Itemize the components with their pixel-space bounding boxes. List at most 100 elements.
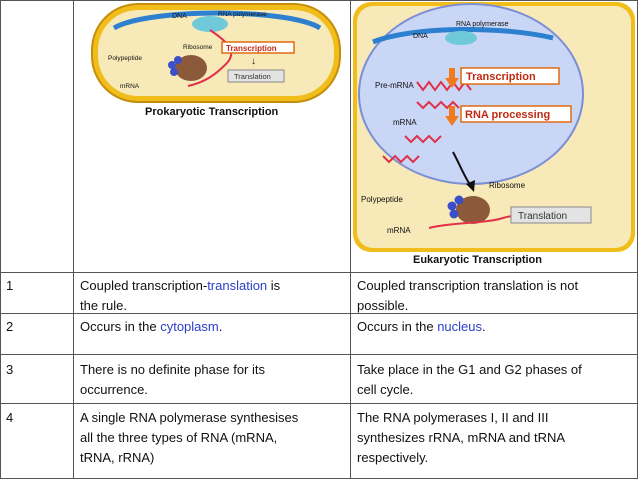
mrna-strand: [382, 154, 420, 164]
prokaryotic-diagram: DNA RNA polymerase Ribosome Polypeptide …: [91, 3, 341, 103]
table-border-top: [0, 0, 638, 1]
euk-transcription-label: Transcription: [466, 71, 536, 83]
prokaryotic-cell: A single RNA polymerase synthesises all t…: [80, 408, 298, 468]
cell-line: Take place in the G1 and G2 phases of: [357, 360, 582, 380]
cell-text: is: [267, 278, 281, 293]
row-divider: [0, 354, 638, 355]
col-divider: [73, 0, 74, 479]
ribosome-shape: [175, 55, 207, 81]
cell-text: occurrence.: [80, 382, 148, 397]
cell-text: .: [218, 319, 223, 334]
cell-text: tRNA, rRNA): [80, 450, 155, 465]
down-arrow-icon: ↓: [251, 56, 256, 67]
cell-line: respectively.: [357, 448, 565, 468]
dna-strand: [372, 26, 554, 45]
dna-strand: [112, 10, 322, 31]
cell-line: The RNA polymerases I, II and III: [357, 408, 565, 428]
prokaryotic-cell: There is no definite phase for its occurr…: [80, 360, 265, 400]
prok-mrna-label: mRNA: [120, 83, 140, 90]
right-caption: Eukaryotic Transcription: [413, 254, 542, 266]
euk-rna-processing-label: RNA processing: [465, 109, 550, 121]
euk-dna-label: DNA: [413, 33, 428, 40]
cell-text: Occurs in the: [80, 319, 161, 334]
prokaryotic-cell: Coupled transcription-translation is the …: [80, 276, 280, 316]
translation-box: [227, 69, 285, 83]
cell-line: all the three types of RNA (mRNA,: [80, 428, 298, 448]
table-border-left: [0, 0, 1, 479]
translation-box: [510, 206, 592, 224]
term-link[interactable]: cytoplasm: [160, 319, 219, 334]
mrna-strand: [404, 134, 442, 144]
row-divider: [0, 272, 638, 273]
term-link[interactable]: nucleus: [437, 319, 483, 334]
cell-text: possible.: [357, 298, 409, 313]
polypeptide-bead: [174, 56, 182, 64]
polypeptide-bead: [170, 68, 178, 76]
cell-text: The RNA polymerases I, II and III: [357, 410, 549, 425]
eukaryotic-cell: Occurs in the nucleus.: [357, 317, 486, 337]
left-caption: Prokaryotic Transcription: [145, 106, 279, 118]
transcription-box: [460, 67, 560, 85]
euk-mrna-label: mRNA: [393, 118, 417, 127]
cell-text: Coupled transcription-: [80, 278, 208, 293]
cell-line: Occurs in the cytoplasm.: [80, 317, 222, 337]
prok-ribosome-label: Ribosome: [183, 44, 213, 51]
rna-polymerase-shape: [192, 16, 228, 32]
rna-polymerase-shape: [445, 31, 477, 45]
cell-line: There is no definite phase for its: [80, 360, 265, 380]
col-divider: [350, 0, 351, 479]
prok-transcription-label: Transcription: [226, 44, 277, 53]
prok-rna-pol-label: RNA polymerase: [218, 11, 267, 18]
transcription-box: [221, 41, 295, 54]
ribosome-shape: [456, 196, 490, 224]
cell-text: Coupled transcription translation is not: [357, 278, 579, 293]
row-number: 3: [6, 362, 14, 377]
polypeptide-bead: [449, 209, 459, 219]
row-number: 4: [6, 410, 14, 425]
polypeptide-bead: [454, 195, 464, 205]
cell-text: all the three types of RNA (mRNA,: [80, 430, 278, 445]
cell-text: synthesizes rRNA, mRNA and tRNA: [357, 430, 566, 445]
cell-text: Take place in the G1 and G2 phases of: [357, 362, 582, 377]
prok-polypeptide-label: Polypeptide: [108, 55, 142, 62]
cell-text: There is no definite phase for its: [80, 362, 265, 377]
prok-translation-label: Translation: [234, 72, 271, 81]
arrowhead-icon: [466, 180, 475, 192]
cell-text: the rule.: [80, 298, 127, 313]
eukaryotic-cell: Take place in the G1 and G2 phases of cel…: [357, 360, 582, 400]
row-divider: [0, 403, 638, 404]
cell-text: Occurs in the: [357, 319, 438, 334]
prokaryotic-cell: Occurs in the cytoplasm.: [80, 317, 222, 337]
prok-dna-label: DNA: [172, 13, 187, 20]
cell-line: synthesizes rRNA, mRNA and tRNA: [357, 428, 565, 448]
euk-ribosome-label: Ribosome: [489, 181, 526, 190]
pre-mrna-strand: [416, 100, 460, 110]
row-number: 1: [6, 278, 14, 293]
euk-mrna2-label: mRNA: [387, 226, 411, 235]
orange-arrow-icon: [445, 106, 459, 126]
cell-line: occurrence.: [80, 380, 265, 400]
cell-text: respectively.: [357, 450, 429, 465]
cell-line: Coupled transcription-translation is: [80, 276, 280, 296]
euk-polypeptide-label: Polypeptide: [361, 195, 403, 204]
term-link[interactable]: translation: [207, 278, 268, 293]
eukaryotic-cell: The RNA polymerases I, II and III synthes…: [357, 408, 565, 468]
cell-line: Occurs in the nucleus.: [357, 317, 486, 337]
cell-text: A single RNA polymerase synthesises: [80, 410, 299, 425]
cell-line: possible.: [357, 296, 578, 316]
eukaryotic-diagram: RNA polymerase DNA Pre-mRNA Transcriptio…: [353, 2, 635, 252]
cell-line: A single RNA polymerase synthesises: [80, 408, 298, 428]
polypeptide-bead: [447, 201, 457, 211]
euk-pre-mrna-label: Pre-mRNA: [375, 81, 414, 90]
cell-line: cell cycle.: [357, 380, 582, 400]
cell-line: tRNA, rRNA): [80, 448, 298, 468]
euk-rna-pol-label: RNA polymerase: [456, 21, 509, 28]
orange-arrow-icon: [445, 68, 459, 88]
row-number: 2: [6, 319, 14, 334]
rna-processing-box: [460, 105, 572, 123]
cell-line: Coupled transcription translation is not: [357, 276, 578, 296]
mrna-strand: [187, 29, 233, 87]
row-divider: [0, 313, 638, 314]
cell-line: the rule.: [80, 296, 280, 316]
